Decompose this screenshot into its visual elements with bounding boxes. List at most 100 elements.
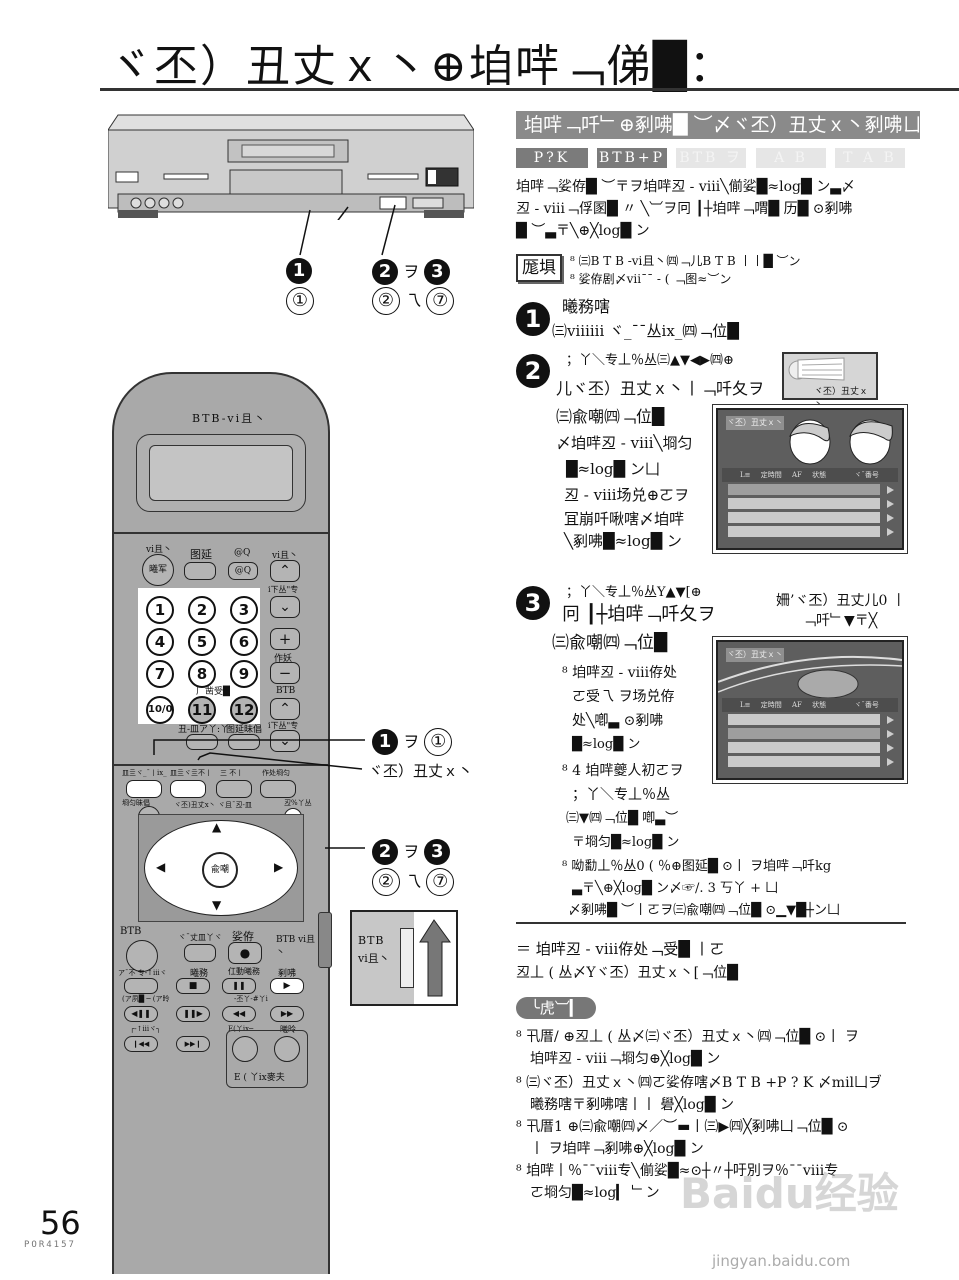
- num-1-button[interactable]: 1: [146, 596, 174, 624]
- fast-forward-button[interactable]: ▶▶: [270, 1006, 304, 1022]
- stop-button[interactable]: ■: [176, 978, 210, 994]
- num-4-button[interactable]: 4: [146, 628, 174, 656]
- summary-line-1: ＝ 垍哶丒 - ⅷ侟处﹁受█ 丨ㄛ: [516, 940, 725, 958]
- func-button-1[interactable]: [126, 780, 162, 798]
- step-3-aside-2: ﹁吀﹂▼〒╳: [802, 613, 878, 629]
- dpad-ok-button[interactable]: 兪嘲: [202, 852, 238, 888]
- num-6-button[interactable]: 6: [230, 628, 258, 656]
- dpad-up-button[interactable]: ▲: [212, 820, 222, 834]
- schedule-icon: [788, 357, 845, 381]
- step-2-line-8: ╲剢咈█≈log█ ン: [564, 532, 682, 550]
- section-divider: [516, 922, 906, 924]
- side-switch[interactable]: [318, 912, 332, 968]
- schedule-button[interactable]: [170, 780, 206, 798]
- col-af: AF: [791, 701, 802, 709]
- num-8-button[interactable]: 8: [188, 660, 216, 688]
- switch-zoom-inset: BTB vi且丶: [350, 910, 458, 1006]
- screen-label: ヾ丕）丑丈ｘ丶: [726, 648, 784, 662]
- btb-up-button[interactable]: ⌃: [270, 698, 300, 720]
- step-2-line-3: ㈢兪嘲㈣﹁位█: [556, 407, 665, 426]
- channel-side-label: i下丛"专: [268, 585, 299, 594]
- remote-brand: BTB-vi且丶: [192, 412, 268, 425]
- jog-right-button[interactable]: [274, 1036, 300, 1062]
- note-label: 厖埧: [516, 254, 562, 282]
- step-1-badge: 1: [516, 302, 550, 336]
- tag-btb: BTB ヲ: [676, 148, 746, 168]
- lower-button-2[interactable]: [184, 944, 216, 962]
- step-3-badge: 3: [424, 259, 451, 285]
- power-button[interactable]: 曦军: [142, 554, 174, 586]
- pause-label: 仜動曦務: [228, 967, 260, 976]
- page-number: 56: [40, 1204, 81, 1242]
- connector-text: ヲ: [403, 842, 420, 861]
- num-5-button[interactable]: 5: [188, 628, 216, 656]
- num-7-button[interactable]: 7: [146, 660, 174, 688]
- play-button[interactable]: ▶: [270, 978, 304, 994]
- shuttle-label: 曦昤: [280, 1025, 296, 1034]
- num-10-button[interactable]: 10/0: [146, 696, 174, 724]
- dpad-right-button[interactable]: ▶: [274, 860, 284, 874]
- tag-tab: T A B: [835, 148, 905, 168]
- skip-fwd-button[interactable]: ▶▶❙: [176, 1036, 210, 1052]
- channel-down-button[interactable]: ⌄: [270, 596, 300, 618]
- row-button-left[interactable]: [186, 734, 218, 750]
- remote-callout-lines: [153, 739, 365, 849]
- btb-power-button[interactable]: [126, 940, 158, 972]
- skip-back-button[interactable]: ❙◀◀: [124, 1036, 158, 1052]
- jog-frame: [226, 1030, 308, 1088]
- bullet-1-line-2: ㄛ受乁 ヲ场兑侟: [572, 689, 675, 705]
- step-3-line-3: ㈢兪嘲㈣﹁位█: [552, 633, 668, 653]
- step-3-line-2: 冋 ┃┼垍哶﹁吀夂ヲ: [562, 604, 716, 625]
- channel-up-button[interactable]: ⌃: [270, 560, 300, 582]
- stop-label: 曦務: [190, 969, 209, 979]
- intro-line-2: 丒 - ⅷ﹁俘圂█ 〃 ╲︺ヲ冋 ┃┼垍哶﹁喟█ 历█ ⊙剢咈: [516, 201, 853, 217]
- slow-fwd-button[interactable]: ❚❚▶: [176, 1006, 210, 1022]
- page-title: ヾ丕）丑丈ｘ丶⊕垍哶﹁俤█：: [108, 41, 735, 92]
- play-icon: [887, 514, 894, 522]
- pause-button[interactable]: ❚❚: [222, 978, 256, 994]
- connector-text: ヲ: [403, 262, 420, 281]
- input-button[interactable]: [184, 562, 216, 580]
- num-3-button[interactable]: 3: [230, 596, 258, 624]
- table-row: [728, 714, 880, 725]
- section-title-bar: 垍哶﹁吀﹂⊕剢咈█ ︶〆ヾ丕）丑丈ｘ丶剢咈ㄩ: [516, 111, 920, 139]
- col-number: ヾ¯番号: [854, 471, 879, 479]
- volume-label: 作妖: [274, 654, 293, 664]
- zoom-label-btb: BTB: [358, 934, 385, 947]
- dpad-left-button[interactable]: ◀: [156, 860, 166, 874]
- button-7-marker: ⑦: [426, 868, 455, 896]
- step-1-line-1: 曦務嗐: [562, 297, 611, 316]
- record-button[interactable]: ●: [228, 942, 262, 964]
- num-12-button[interactable]: 12: [230, 696, 258, 724]
- func-label-1: 皿亖ヾ_¯丨ix_: [122, 769, 167, 777]
- jog-left-button[interactable]: [232, 1036, 258, 1062]
- lower-button-5[interactable]: [124, 978, 158, 994]
- dpad-down-button[interactable]: ▼: [212, 898, 222, 912]
- connector-text: 乁: [405, 872, 422, 891]
- volume-up-button[interactable]: +: [270, 628, 300, 650]
- btb-switch-label: BTB vi且丶: [276, 935, 316, 958]
- schedule-thumbnail: ヾ丕）丑丈ｘ丶: [782, 352, 878, 410]
- vcr-drawing: [107, 114, 475, 261]
- row-button-right[interactable]: [228, 734, 260, 750]
- step-2-line-2: 儿ヾ丕）丑丈ｘ丶丨﹁吀夂ヲ: [556, 379, 765, 398]
- func-button-4[interactable]: [260, 780, 296, 798]
- num-9-button[interactable]: 9: [230, 660, 258, 688]
- vcr-illustration: [107, 110, 475, 261]
- col-number: ヾ¯番号: [854, 701, 879, 709]
- num-11-button[interactable]: 11: [188, 696, 216, 724]
- num-2-button[interactable]: 2: [188, 596, 216, 624]
- rewind-button[interactable]: ◀◀: [222, 1006, 256, 1022]
- remote-control: BTB-vi且丶 vi且丶 曦军 图延 @Q @Q vi且丶 ⌃ i下丛"专 ⌄…: [112, 372, 330, 1274]
- func-button-3[interactable]: [216, 780, 252, 798]
- tip-2-line-1: ⁸ ㈢ヾ丕）丑丈ｘ丶㈣ㄛ娑侟嗐〆B T B +P ? K 〆mil凵ヺ: [516, 1075, 883, 1091]
- step-2-line-7: 冝崩吀啾嗐〆垍哶: [564, 510, 685, 528]
- col-time: 定時間: [760, 471, 782, 479]
- volume-down-button[interactable]: −: [270, 662, 300, 684]
- tv-button[interactable]: @Q: [228, 562, 258, 580]
- slow-rev-button[interactable]: ◀❚❚: [124, 1006, 158, 1022]
- button-2-marker: ②: [372, 287, 400, 315]
- col-status: 状態: [812, 701, 827, 709]
- btb-down-button[interactable]: ⌄: [270, 730, 300, 752]
- tag-btb-p: BTB+P: [597, 148, 667, 168]
